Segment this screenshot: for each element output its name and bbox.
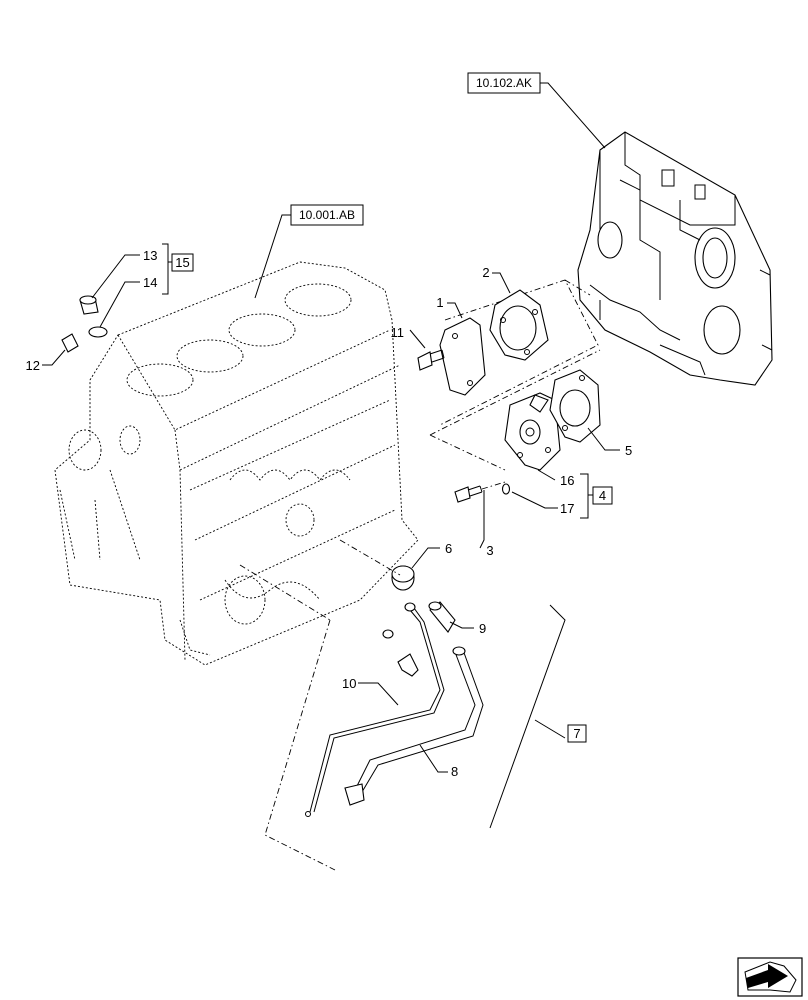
plug-9 <box>428 601 456 633</box>
tube-clip <box>397 653 419 677</box>
pump-gasket <box>549 369 601 443</box>
callout-14: 14 <box>143 275 157 290</box>
ref-engine-block: 10.001.AB <box>254 204 364 299</box>
bracket-7 <box>489 604 566 829</box>
callout-7: 7 <box>573 726 580 741</box>
callout-7-box: 7 <box>567 724 587 743</box>
ref-front-cover: 10.102.AK <box>467 72 606 149</box>
callout-11: 11 <box>391 325 405 340</box>
callout-8: 8 <box>451 764 458 779</box>
callout-15: 15 <box>175 255 189 270</box>
bolt-11 <box>417 349 445 371</box>
callout-9: 9 <box>479 621 486 636</box>
callout-13: 13 <box>143 248 157 263</box>
guide-tube <box>344 646 484 806</box>
pump-assembly <box>504 392 561 471</box>
callout-10: 10 <box>342 676 356 691</box>
assembly-envelope <box>429 279 601 471</box>
callout-12: 12 <box>26 358 40 373</box>
seal-ring <box>391 565 415 591</box>
callout-6: 6 <box>445 541 452 556</box>
gasket <box>489 289 549 361</box>
callout-4: 4 <box>599 488 606 503</box>
ref-engine-block-label: 10.001.AB <box>299 208 355 222</box>
group-15: 15 <box>162 243 194 295</box>
callout-1: 1 <box>436 295 443 310</box>
callout-2: 2 <box>482 265 489 280</box>
ref-front-cover-label: 10.102.AK <box>476 76 532 90</box>
next-page-arrow-icon[interactable] <box>737 957 803 997</box>
callout-17: 17 <box>560 501 574 516</box>
callout-5: 5 <box>625 443 632 458</box>
small-parts-left <box>61 295 108 353</box>
group-4: 4 <box>580 473 613 519</box>
pin-17 <box>501 483 511 495</box>
o-ring-tube <box>382 629 394 639</box>
screw-3 <box>454 481 506 503</box>
callouts: 1 2 3 5 6 8 9 10 11 12 13 14 16 17 <box>26 248 633 779</box>
dipstick-envelope <box>239 539 401 871</box>
engine-block <box>54 261 419 666</box>
leader-lines <box>42 254 620 773</box>
cover-plate <box>439 317 486 396</box>
front-cover <box>577 131 773 386</box>
callout-16: 16 <box>560 473 574 488</box>
dipstick <box>305 602 445 817</box>
callout-3: 3 <box>486 543 493 558</box>
